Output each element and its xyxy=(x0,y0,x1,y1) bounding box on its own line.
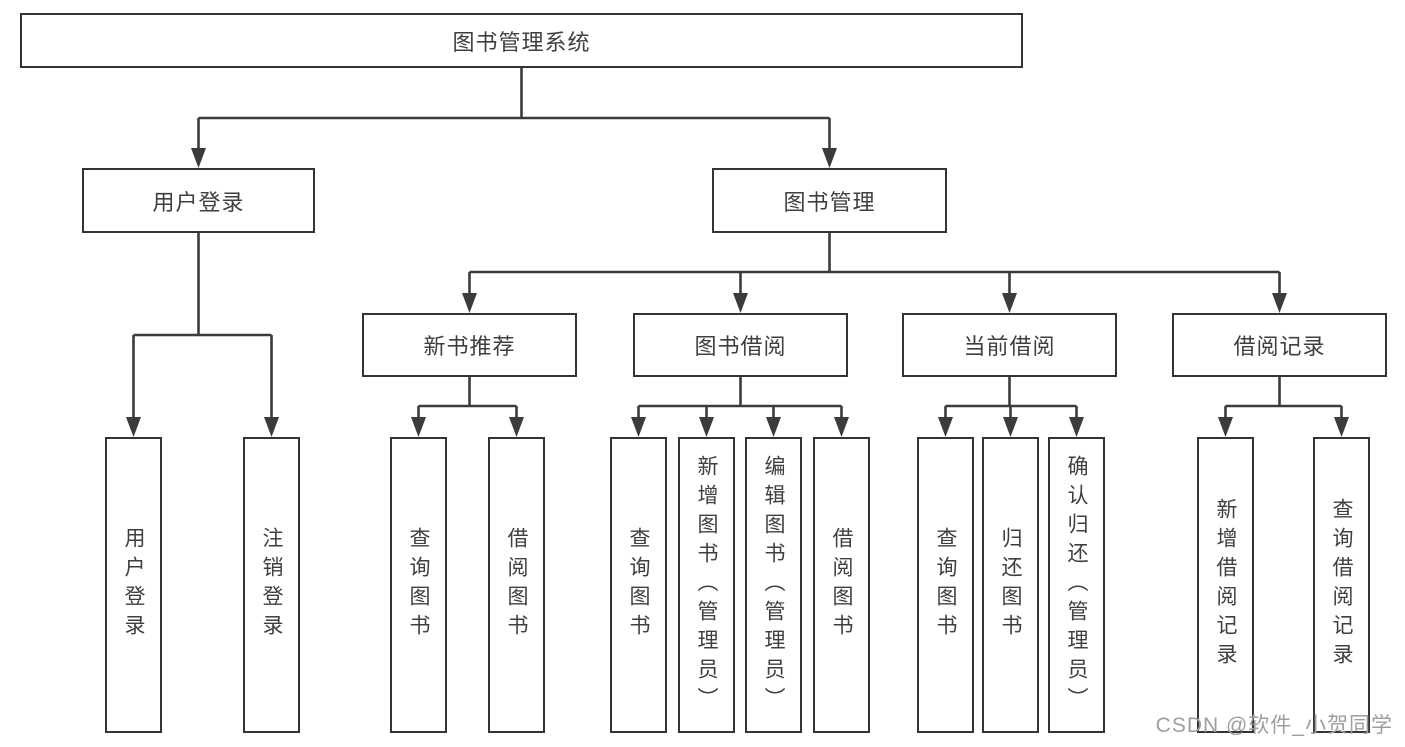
leaf-current-return-book: 归还图书 xyxy=(982,437,1039,733)
node-book-management: 图书管理 xyxy=(712,168,947,233)
node-label: 用户登录 xyxy=(122,527,145,643)
leaf-current-query-book: 查询图书 xyxy=(917,437,974,733)
node-label: 新书推荐 xyxy=(423,334,516,359)
node-current-borrow: 当前借阅 xyxy=(902,313,1117,377)
node-label: 查询图书 xyxy=(934,527,957,643)
leaf-borrow-add-book-admin: 新增图书（管理员） xyxy=(678,437,735,733)
node-label: 新增借阅记录 xyxy=(1214,498,1237,672)
watermark: CSDN @软件_小贺同学 xyxy=(1155,714,1393,737)
leaf-current-confirm-return-admin: 确认归还（管理员） xyxy=(1048,437,1105,733)
leaf-records-query-record: 查询借阅记录 xyxy=(1313,437,1370,733)
node-label: 借阅图书 xyxy=(830,527,853,643)
node-label: 注销登录 xyxy=(260,527,283,643)
node-borrow-records: 借阅记录 xyxy=(1172,313,1387,377)
node-label: 图书管理系统 xyxy=(452,29,591,55)
leaf-borrow-query-book: 查询图书 xyxy=(610,437,667,733)
node-new-book-recommend: 新书推荐 xyxy=(362,313,577,377)
node-label: 确认归还（管理员） xyxy=(1065,454,1088,716)
leaf-newbooks-query-book: 查询图书 xyxy=(390,437,447,733)
leaf-newbooks-borrow-book: 借阅图书 xyxy=(488,437,545,733)
node-label: 借阅图书 xyxy=(505,527,528,643)
node-user-login: 用户登录 xyxy=(82,168,315,233)
node-label: 借阅记录 xyxy=(1233,334,1326,359)
node-label: 编辑图书（管理员） xyxy=(762,454,785,716)
leaf-borrow-borrow-book: 借阅图书 xyxy=(813,437,870,733)
node-label: 当前借阅 xyxy=(963,334,1056,359)
leaf-logout: 注销登录 xyxy=(243,437,300,733)
leaf-records-add-record: 新增借阅记录 xyxy=(1197,437,1254,733)
node-book-borrow: 图书借阅 xyxy=(633,313,848,377)
node-label: 新增图书（管理员） xyxy=(695,454,718,716)
node-label: 图书管理 xyxy=(783,189,876,215)
node-label: 查询借阅记录 xyxy=(1330,498,1353,672)
node-root-system: 图书管理系统 xyxy=(20,13,1023,68)
node-label: 用户登录 xyxy=(152,189,245,215)
leaf-borrow-edit-book-admin: 编辑图书（管理员） xyxy=(745,437,802,733)
leaf-user-login: 用户登录 xyxy=(105,437,162,733)
node-label: 查询图书 xyxy=(407,527,430,643)
node-label: 查询图书 xyxy=(627,527,650,643)
node-label: 图书借阅 xyxy=(694,334,787,359)
node-label: 归还图书 xyxy=(999,527,1022,643)
